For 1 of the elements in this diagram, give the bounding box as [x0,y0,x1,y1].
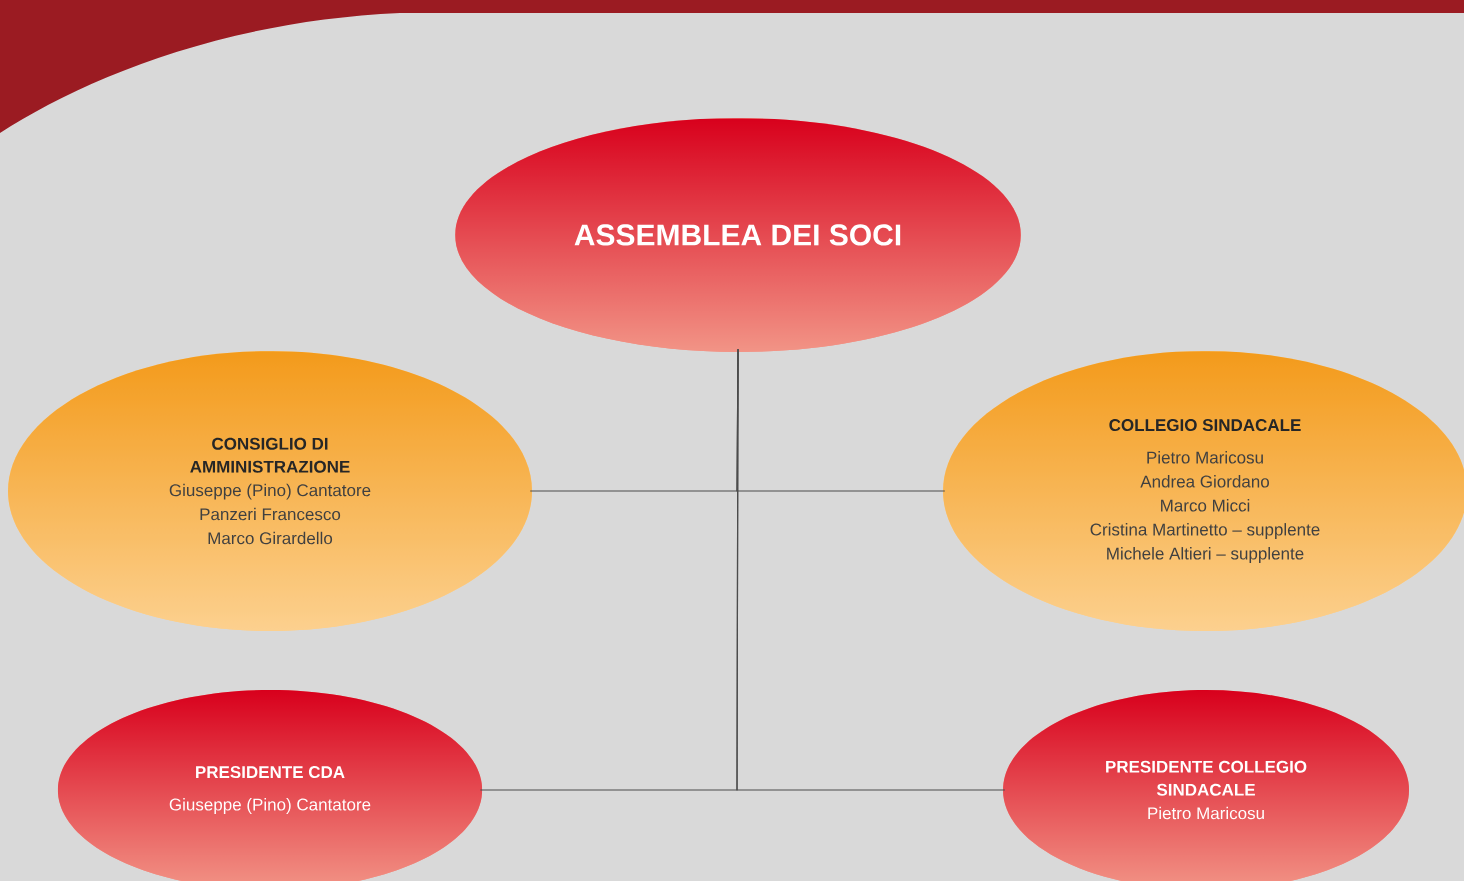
connector-line [736,348,1006,791]
